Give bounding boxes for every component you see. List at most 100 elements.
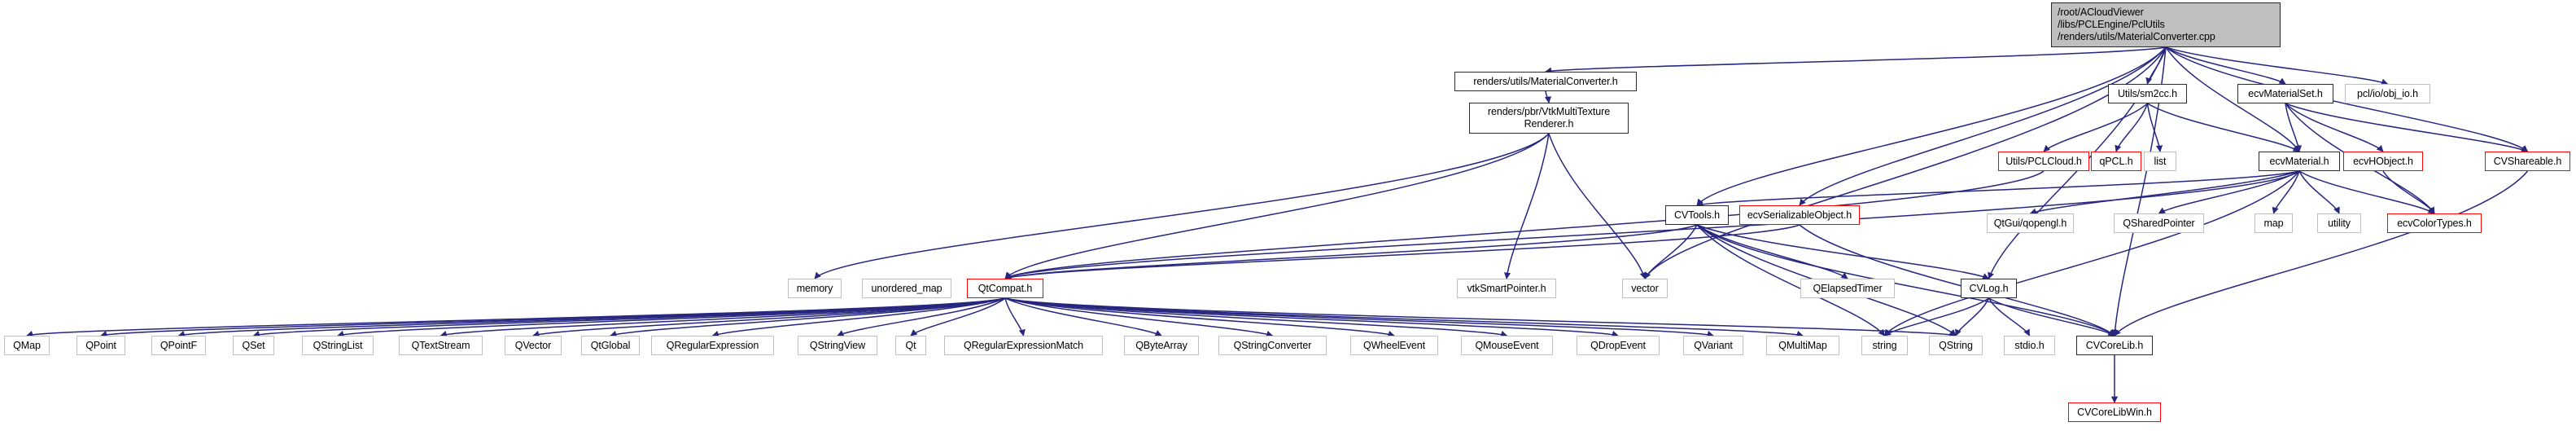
graph-node-pclcloud[interactable]: Utils/PCLCloud.h bbox=[1998, 152, 2089, 171]
edge-ecvmat-to-cvtools bbox=[1696, 170, 2300, 208]
graph-node-qopengl[interactable]: QtGui/qopengl.h bbox=[1987, 213, 2074, 233]
graph-node-map[interactable]: map bbox=[2255, 213, 2293, 233]
edge-qtcompat-to-qbytearr bbox=[1004, 297, 1162, 336]
graph-node-objio[interactable]: pcl/io/obj_io.h bbox=[2345, 84, 2430, 103]
graph-node-qtextstrm[interactable]: QTextStream bbox=[399, 336, 483, 355]
graph-node-qset[interactable]: QSet bbox=[233, 336, 274, 355]
graph-node-qsharedptr[interactable]: QSharedPointer bbox=[2114, 213, 2204, 233]
edge-qtcompat-to-qwheel bbox=[1004, 297, 1395, 337]
graph-node-qmap[interactable]: QMap bbox=[4, 336, 50, 355]
graph-node-cvcorewin[interactable]: CVCoreLibWin.h bbox=[2068, 402, 2161, 422]
edge-qtcompat-to-qregexp bbox=[711, 297, 1006, 337]
edge-vtkmulti-to-memory bbox=[814, 133, 1550, 279]
edge-sm2cc-to-qpcl bbox=[2115, 103, 2149, 152]
graph-node-qelapsed[interactable]: QElapsedTimer bbox=[1800, 279, 1895, 298]
edge-ecvmat-to-qtcompat bbox=[1004, 170, 2300, 279]
graph-node-root[interactable]: /root/ACloudViewer /libs/PCLEngine/PclUt… bbox=[2051, 2, 2281, 47]
edge-vtkmulti-to-vtksmart bbox=[1503, 133, 1550, 279]
graph-node-qt[interactable]: Qt bbox=[895, 336, 926, 355]
graph-node-qmultimap[interactable]: QMultiMap bbox=[1766, 336, 1839, 355]
edge-ecvmat-to-utility bbox=[2298, 170, 2340, 214]
edge-qtcompat-to-qt bbox=[910, 297, 1006, 336]
graph-node-memory[interactable]: memory bbox=[788, 279, 842, 298]
edge-ecvmat-to-map bbox=[2272, 170, 2300, 214]
graph-node-matset[interactable]: ecvMaterialSet.h bbox=[2237, 84, 2333, 103]
edge-ecvmat-to-qsharedptr bbox=[2158, 170, 2300, 214]
edge-qtcompat-to-qvector bbox=[532, 297, 1006, 337]
edge-cvlog-to-qstring bbox=[1955, 297, 1990, 336]
graph-node-qstrconv[interactable]: QStringConverter bbox=[1218, 336, 1327, 355]
edge-matset-to-cvshare bbox=[2285, 103, 2529, 153]
graph-node-sm2cc[interactable]: Utils/sm2cc.h bbox=[2108, 84, 2187, 103]
graph-node-cvlog[interactable]: CVLog.h bbox=[1961, 279, 2017, 298]
edge-qtcompat-to-qstrconv bbox=[1004, 297, 1274, 337]
graph-node-ecvmat[interactable]: ecvMaterial.h bbox=[2259, 152, 2340, 171]
edge-cvlog-to-cvcorelib bbox=[1988, 297, 2115, 336]
graph-node-qregexp[interactable]: QRegularExpression bbox=[651, 336, 774, 355]
edge-vtkmulti-to-vector bbox=[1548, 133, 1647, 279]
graph-node-qbytearr[interactable]: QByteArray bbox=[1124, 336, 1199, 355]
graph-node-cvshare[interactable]: CVShareable.h bbox=[2485, 152, 2570, 171]
graph-node-vtkmulti[interactable]: renders/pbr/VtkMultiTexture Renderer.h bbox=[1469, 103, 1629, 134]
edge-qtcompat-to-qstring bbox=[1004, 297, 1957, 337]
edge-matset-to-ecvmat bbox=[2285, 103, 2303, 152]
graph-node-qpointf[interactable]: QPointF bbox=[151, 336, 206, 355]
graph-node-qdrop[interactable]: QDropEvent bbox=[1577, 336, 1660, 355]
graph-node-qmouse[interactable]: QMouseEvent bbox=[1461, 336, 1553, 355]
graph-node-qtcompat[interactable]: QtCompat.h bbox=[967, 279, 1043, 298]
edge-vtkmulti-to-qtcompat bbox=[1004, 133, 1550, 279]
edge-sm2cc-to-list bbox=[2146, 103, 2163, 152]
graph-node-ecvserial[interactable]: ecvSerializableObject.h bbox=[1739, 205, 1860, 225]
edge-qtcompat-to-qset bbox=[252, 297, 1006, 337]
edge-root-to-cvtools bbox=[1696, 46, 2167, 206]
edge-matconvh-to-vtkmulti bbox=[1544, 90, 1552, 103]
graph-node-cvcorelib[interactable]: CVCoreLib.h bbox=[2076, 336, 2153, 355]
edge-cvshare-to-cvcorelib bbox=[2114, 170, 2529, 336]
graph-node-qstrview[interactable]: QStringView bbox=[798, 336, 877, 355]
edge-ecvhobj-to-ecvcolor bbox=[2382, 170, 2435, 214]
graph-node-qstrlist[interactable]: QStringList bbox=[302, 336, 374, 355]
graph-node-qstring[interactable]: QString bbox=[1929, 336, 1983, 355]
edge-qtcompat-to-qregexpm bbox=[1004, 297, 1026, 336]
edge-qtcompat-to-qtextstrm bbox=[440, 297, 1006, 337]
edge-cvtools-to-cvlog bbox=[1696, 224, 1990, 279]
edge-qtcompat-to-qmultimap bbox=[1004, 297, 1804, 337]
graph-node-qpcl[interactable]: qPCL.h bbox=[2091, 152, 2141, 171]
edge-matset-to-ecvhobj bbox=[2285, 103, 2384, 152]
graph-node-string[interactable]: string bbox=[1861, 336, 1908, 355]
graph-node-qwheel[interactable]: QWheelEvent bbox=[1350, 336, 1438, 355]
edge-qtcompat-to-qpoint bbox=[100, 297, 1006, 337]
graph-node-utility[interactable]: utility bbox=[2317, 213, 2361, 233]
graph-node-vtksmart[interactable]: vtkSmartPointer.h bbox=[1457, 279, 1556, 298]
edge-sm2cc-to-pclcloud bbox=[2043, 103, 2148, 152]
graph-node-qvariant[interactable]: QVariant bbox=[1683, 336, 1743, 355]
edge-cvlog-to-string bbox=[1883, 297, 1989, 336]
graph-node-matconvh[interactable]: renders/utils/MaterialConverter.h bbox=[1454, 72, 1637, 91]
edge-qtcompat-to-qmap bbox=[26, 297, 1006, 337]
graph-node-qvector[interactable]: QVector bbox=[505, 336, 562, 355]
edge-qtcompat-to-qstrview bbox=[837, 297, 1006, 336]
edge-qtcompat-to-qmouse bbox=[1004, 297, 1508, 337]
edge-cvtools-to-qelapsed bbox=[1696, 224, 1848, 279]
edge-ecvmat-to-qopengl bbox=[2029, 170, 2300, 215]
graph-node-list[interactable]: list bbox=[2144, 152, 2176, 171]
edge-cvtools-to-qtcompat bbox=[1004, 224, 1698, 279]
edge-qtcompat-to-qstrlist bbox=[337, 297, 1006, 337]
edge-root-to-matset bbox=[2165, 46, 2286, 85]
graph-node-qtglobal[interactable]: QtGlobal bbox=[581, 336, 640, 355]
graph-node-qregexpm[interactable]: QRegularExpressionMatch bbox=[944, 336, 1103, 355]
graph-node-ecvcolor[interactable]: ecvColorTypes.h bbox=[2387, 213, 2482, 233]
edge-ecvmat-to-string bbox=[1883, 170, 2300, 336]
graph-node-unordmap[interactable]: unordered_map bbox=[862, 279, 951, 298]
graph-node-qpoint[interactable]: QPoint bbox=[77, 336, 125, 355]
edge-root-to-objio bbox=[2165, 46, 2389, 86]
edge-cvlog-to-stdio bbox=[1988, 297, 2031, 336]
edge-root-to-ecvserial bbox=[1799, 46, 2167, 206]
graph-node-cvtools[interactable]: CVTools.h bbox=[1665, 205, 1729, 225]
graph-node-ecvhobj[interactable]: ecvHObject.h bbox=[2343, 152, 2423, 171]
edge-root-to-matconvh bbox=[1545, 46, 2167, 74]
graph-node-stdio[interactable]: stdio.h bbox=[2004, 336, 2055, 355]
edge-cvtools-to-cvcorelib bbox=[1696, 224, 2115, 336]
graph-node-vector[interactable]: vector bbox=[1622, 279, 1668, 298]
